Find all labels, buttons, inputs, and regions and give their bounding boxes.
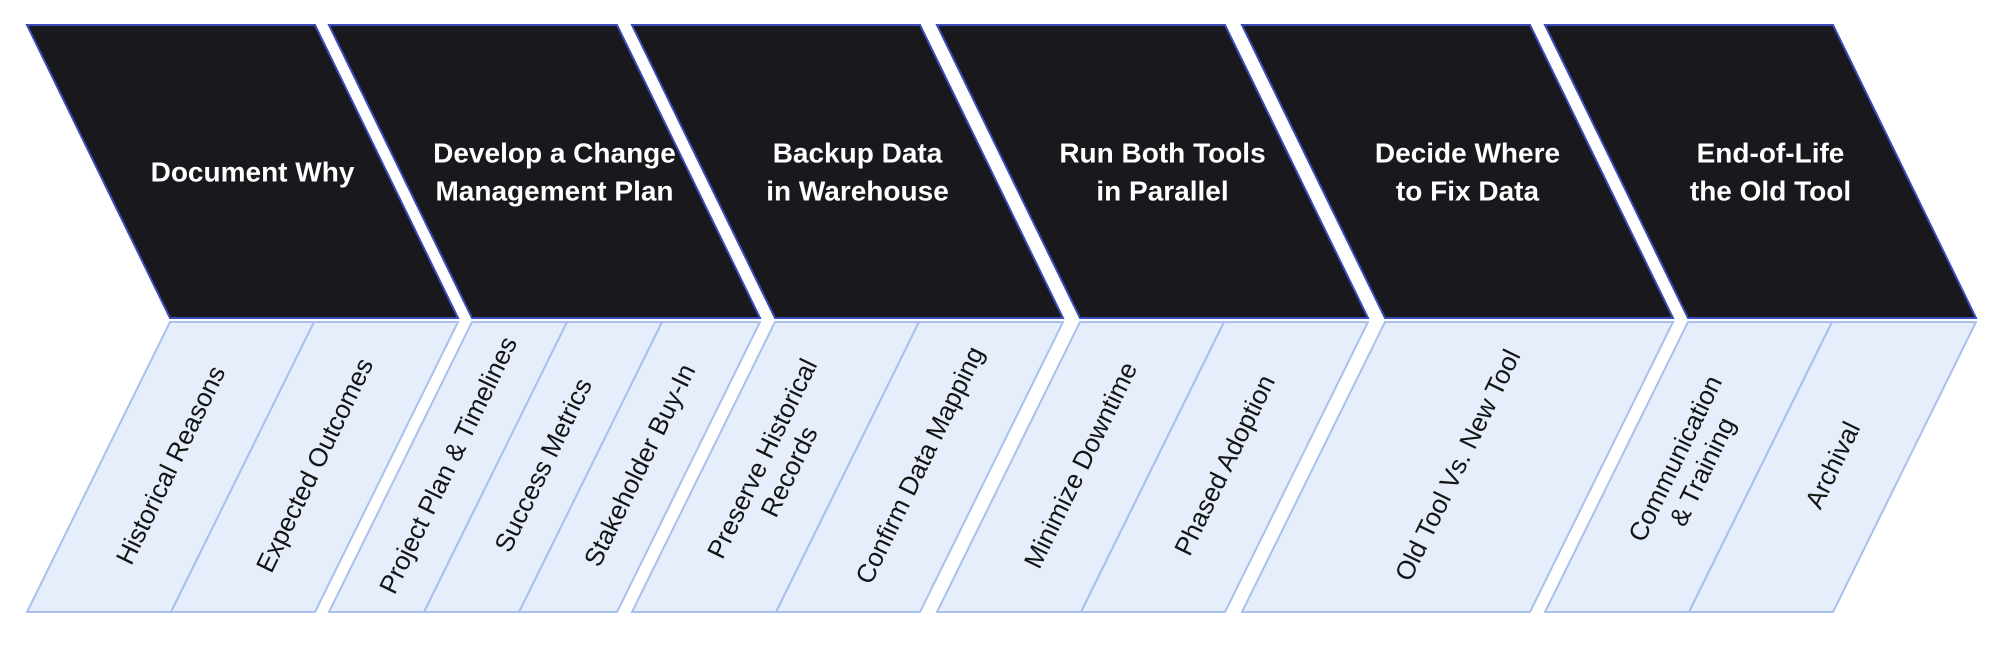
sub-item-shape — [1240, 321, 1675, 613]
sub-item-shape — [517, 321, 762, 613]
step-title-line: in Parallel — [1096, 176, 1228, 207]
step-title-line: the Old Tool — [1690, 176, 1851, 207]
step-title-line: Document Why — [151, 157, 355, 188]
step-header-shape — [327, 24, 762, 319]
step-title-line: Backup Data — [773, 138, 943, 169]
step-title-line: End-of-Life — [1697, 138, 1845, 169]
step-title-line: Develop a Change — [433, 138, 676, 169]
sub-item-shape — [1687, 321, 1978, 613]
sub-item-shape — [774, 321, 1065, 613]
step-header-shape — [630, 24, 1065, 319]
sub-item-shape — [1079, 321, 1370, 613]
step-title-line: to Fix Data — [1396, 176, 1540, 207]
step-title-line: Management Plan — [435, 176, 673, 207]
step-title-line: Run Both Tools — [1059, 138, 1265, 169]
step-header-shape — [1543, 24, 1978, 319]
step-title-line: in Warehouse — [766, 176, 949, 207]
step-header-shape — [1240, 24, 1675, 319]
step-title-line: Decide Where — [1375, 138, 1560, 169]
sub-item-shape — [169, 321, 460, 613]
step-header-shape — [25, 24, 460, 319]
step-header-shape — [935, 24, 1370, 319]
